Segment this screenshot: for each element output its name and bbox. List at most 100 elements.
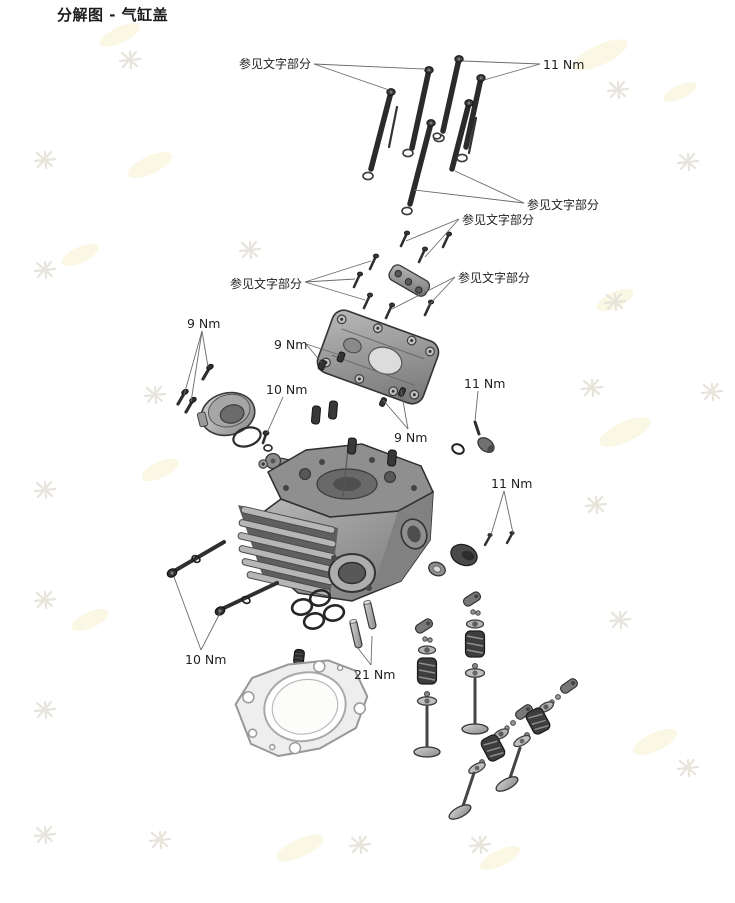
rocker-arm-pad (560, 678, 578, 694)
oil-fitting-assembly (258, 430, 292, 470)
labels-layer: 参见文字部分 11 Nm 参见文字部分 参见文字部分 参见文字部分 参见文字部分… (185, 56, 599, 682)
spring-seat-washer (416, 696, 438, 706)
valve-cover-screw (368, 253, 379, 271)
valve-keeper (422, 636, 428, 642)
valve-spring (416, 657, 438, 685)
spring-retainer (465, 619, 485, 629)
valve-keeper (472, 663, 478, 669)
o-ring (191, 554, 201, 564)
valve-spring (480, 734, 506, 762)
rubber-plug (327, 400, 339, 420)
stud (467, 116, 478, 155)
o-ring (322, 604, 346, 622)
see-text-label: 参见文字部分 (458, 270, 530, 285)
valve-cover-screw (441, 231, 452, 249)
watermark-layer (33, 23, 724, 870)
valve (413, 705, 441, 758)
washer (432, 132, 442, 140)
valve-assembly-3 (448, 704, 533, 820)
page-title: 分解图 - 气缸盖 (57, 6, 169, 24)
washer (401, 206, 413, 216)
torque-label: 21 Nm (354, 667, 395, 682)
rubber-plug (310, 405, 322, 425)
sealing-ring (428, 561, 446, 577)
spark-plug-fitting (451, 420, 495, 455)
spring-seat-washer (468, 761, 486, 775)
valve-cover-screw (352, 271, 363, 289)
rocker-arm-pad (462, 591, 482, 607)
valve-cover-screw (384, 302, 395, 320)
torque-label: 11 Nm (543, 57, 584, 72)
sealing-cap (450, 543, 478, 567)
bolt-washers (362, 132, 468, 216)
parts-layer (166, 55, 578, 820)
cooling-fins (237, 506, 337, 597)
mount-studs (176, 363, 214, 414)
cylinder-head-bolt (463, 74, 486, 150)
valve (461, 677, 489, 735)
o-ring (263, 444, 273, 452)
torque-label: 10 Nm (185, 652, 226, 667)
o-ring (302, 612, 326, 630)
small-plug-screw (397, 387, 407, 397)
small-plug-screw (317, 359, 327, 371)
torque-label: 9 Nm (187, 316, 220, 331)
valve-assembly-4 (495, 678, 578, 792)
valve-keeper (427, 637, 433, 643)
rubber-plug (387, 449, 397, 467)
socket-bolt (214, 581, 279, 616)
valve-spring (464, 630, 486, 658)
valve-assembly-1 (413, 618, 441, 758)
exhaust-port (328, 553, 376, 593)
valve-assembly-2 (461, 591, 489, 735)
rubber-plug (347, 437, 357, 455)
see-text-label: 参见文字部分 (462, 212, 534, 227)
leader-lines (173, 60, 541, 666)
dowel-pin (349, 619, 363, 649)
valve-keeper (424, 691, 430, 697)
tube-plugs (310, 400, 397, 467)
sealing-caps (428, 531, 515, 577)
torque-label: 11 Nm (464, 376, 505, 391)
o-ring (451, 443, 465, 455)
dowel-pins (349, 600, 377, 649)
valve-cover-screw (417, 246, 428, 264)
spring-seat-washer (513, 734, 531, 748)
valve-spring (525, 707, 551, 735)
torque-label: 11 Nm (491, 476, 532, 491)
cylinder-head-bolt (407, 119, 436, 207)
torque-label: 9 Nm (274, 337, 307, 352)
cylinder-head-bolt (449, 99, 474, 172)
o-ring (232, 426, 262, 448)
small-plug-screw (378, 397, 388, 407)
camshaft-holder (316, 309, 440, 405)
head-gasket (234, 659, 369, 758)
valve-cover-screw (362, 292, 373, 310)
valve-cover-screw (399, 230, 410, 248)
side-socket-bolts (166, 540, 279, 616)
cylinder-head-bolts (362, 55, 486, 216)
spring-seat-washer (464, 668, 486, 678)
cap-screw (505, 531, 515, 545)
o-ring-set (290, 589, 346, 630)
valve (448, 771, 476, 820)
socket-bolt (166, 540, 226, 578)
see-text-label: 参见文字部分 (527, 197, 599, 212)
rocker-shaft-bridge (388, 264, 431, 297)
see-text-label: 参见文字部分 (239, 56, 311, 71)
stud (201, 363, 214, 381)
washer (456, 153, 468, 163)
washer (402, 148, 414, 158)
valve (495, 746, 522, 792)
banjo-bolt (261, 430, 270, 445)
stud (176, 388, 189, 406)
dowel-pin (363, 600, 377, 630)
torque-label: 10 Nm (266, 382, 307, 397)
cylinder-head-bolt (368, 88, 396, 172)
valve-keeper (510, 720, 516, 726)
intake-port (400, 518, 428, 550)
rocker-arm-pad (414, 618, 434, 634)
o-ring (308, 589, 332, 607)
